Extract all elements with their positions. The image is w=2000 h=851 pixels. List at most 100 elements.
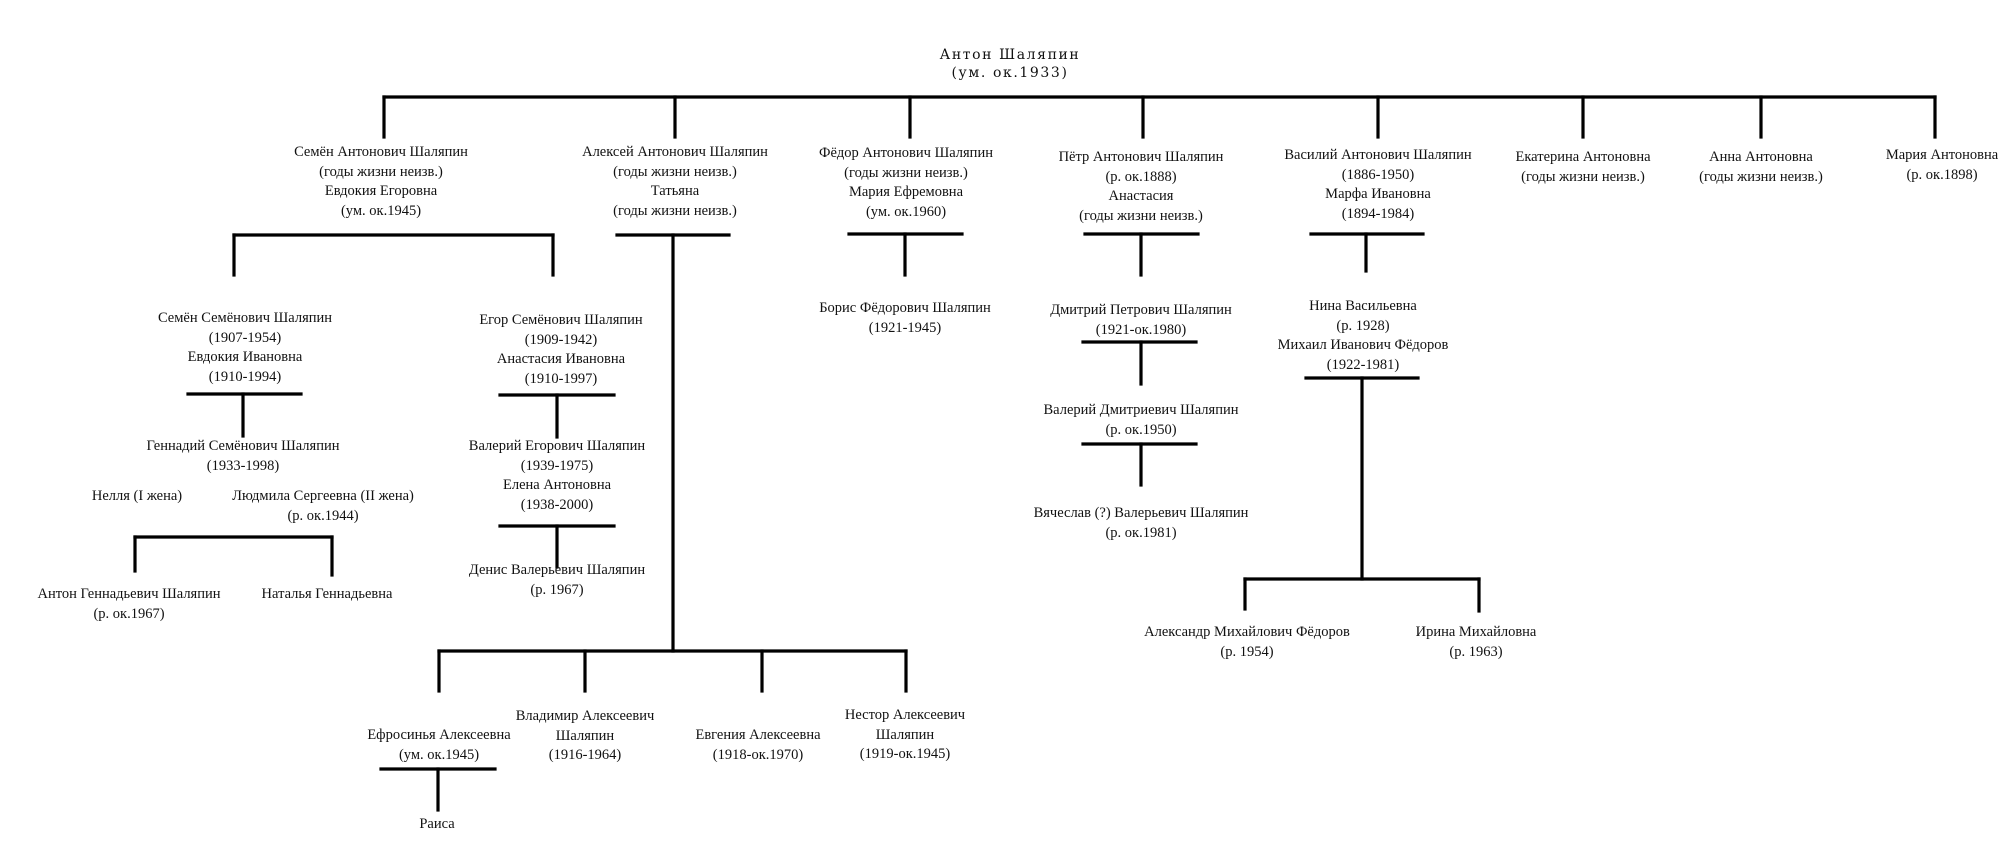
person-name: Семён Антонович Шаляпин [294,144,468,160]
spouse-dates: (ум. ок.1945) [340,202,422,219]
person-aleksandr-mikhaylovich: Александр Михайлович Фёдоров (р. 1954) [1144,623,1350,662]
person-name: Екатерина Антоновна [1515,149,1651,165]
person-name: Нестор Алексеевич [844,707,966,723]
person-anton-gennadyevich: Антон Геннадьевич Шаляпин (р. ок.1967) [37,585,220,624]
person-name: Дмитрий Петрович Шаляпин [1050,302,1232,318]
person-natalya-gennadyevna: Наталья Геннадьевна [262,585,393,605]
person-name: Ирина Михайловна [1415,624,1537,640]
spouse-name: Евдокия Егоровна [324,183,438,199]
person-lyudmila-sergeevna: Людмила Сергеевна (II жена) (р. ок.1944) [232,487,414,526]
person-aleksey-antonovich: Алексей Антонович Шаляпин (годы жизни не… [582,143,768,221]
person-egor-semyonovich: Егор Семёнович Шаляпин (1909-1942) Анаст… [479,311,642,389]
spouse-dates: (1910-1994) [208,368,282,385]
person-dates: (1921-ок.1980) [1095,321,1187,338]
person-dates: (годы жизни неизв.) [1699,168,1823,185]
spouse-name: Татьяна [650,183,700,199]
person-dates: (1939-1975) [520,457,594,474]
person-name-cont: Шаляпин [555,727,615,744]
person-vasiliy-antonovich: Василий Антонович Шаляпин (1886-1950) Ма… [1284,146,1471,224]
person-dates: (р. ок.1950) [1105,421,1177,438]
person-name: Александр Михайлович Фёдоров [1144,624,1350,640]
person-name: Пётр Антонович Шаляпин [1058,149,1224,165]
spouse-dates: (1910-1997) [524,370,598,387]
person-nina-vasilyevna: Нина Васильевна (р. 1928) Михаил Иванови… [1278,297,1449,375]
person-name: Алексей Антонович Шаляпин [582,144,768,160]
person-name: Нелля (I жена) [91,488,183,504]
spouse-dates: (1894-1984) [1341,205,1415,222]
person-semyon-semyonovich: Семён Семёнович Шаляпин (1907-1954) Евдо… [158,309,332,387]
person-dates: (р. 1967) [530,581,584,598]
person-valeriy-dmitrievich: Валерий Дмитриевич Шаляпин (р. ок.1950) [1044,401,1239,440]
person-name: Геннадий Семёнович Шаляпин [146,438,340,454]
person-semyon-antonovich: Семён Антонович Шаляпин (годы жизни неиз… [294,143,468,221]
person-name: Мария Антоновна [1885,147,1999,163]
spouse-dates: (ум. ок.1960) [865,203,947,220]
person-name: Валерий Дмитриевич Шаляпин [1043,402,1239,418]
spouse-name: Михаил Иванович Фёдоров [1277,337,1449,353]
person-name: Егор Семёнович Шаляпин [479,312,643,328]
person-dmitriy-petrovich: Дмитрий Петрович Шаляпин (1921-ок.1980) [1050,301,1232,340]
person-anna-antonovna: Анна Антоновна (годы жизни неизв.) [1699,148,1823,187]
person-name: Фёдор Антонович Шаляпин [819,145,993,161]
person-name: Наталья Геннадьевна [261,586,393,602]
person-name: Антон Геннадьевич Шаляпин [37,586,221,602]
person-denis-valeryevich: Денис Валерьевич Шаляпин (р. 1967) [469,561,645,600]
person-anton-shalyapin: Антон Шаляпин (ум. ок.1933) [940,46,1081,82]
spouse-dates: (годы жизни неизв.) [1079,207,1203,224]
person-name: Нина Васильевна [1309,298,1417,314]
person-dates: (годы жизни неизв.) [613,163,737,180]
person-dates: (1886-1950) [1341,166,1415,183]
person-dates: (1919-ок.1945) [859,746,951,762]
person-nestor-alekseevich: Нестор Алексеевич Шаляпин (1919-ок.1945) [845,706,965,765]
spouse-name: Евдокия Ивановна [187,349,303,365]
person-name: Анна Антоновна [1709,149,1813,165]
person-vladimir-alekseevich: Владимир Алексеевич Шаляпин (1916-1964) [516,707,655,766]
spouse-name: Елена Антоновна [502,477,612,493]
person-efrosinya-alekseevna: Ефросинья Алексеевна (ум. ок.1945) [367,726,510,765]
person-name: Семён Семёнович Шаляпин [157,310,333,326]
person-name: Борис Фёдорович Шаляпин [819,300,991,316]
person-dates: (р. 1963) [1449,643,1503,660]
spouse-name: Анастасия Ивановна [496,351,626,367]
person-raisa: Раиса [419,815,454,835]
person-fyodor-antonovich: Фёдор Антонович Шаляпин (годы жизни неиз… [819,144,993,222]
person-dates: (1909-1942) [524,331,598,348]
person-name: Раиса [419,816,455,832]
person-name: Владимир Алексеевич [515,708,655,724]
person-dates: (ум. ок.1945) [398,746,480,763]
person-gennadiy-semyonovich: Геннадий Семёнович Шаляпин (1933-1998) [147,437,340,476]
spouse-dates: (1938-2000) [520,496,594,513]
person-name: Вячеслав (?) Валерьевич Шаляпин [1033,505,1249,521]
person-name: Валерий Егорович Шаляпин [468,438,646,454]
person-pyotr-antonovich: Пётр Антонович Шаляпин (р. ок.1888) Анас… [1059,148,1224,226]
spouse-dates: (годы жизни неизв.) [613,202,737,219]
person-name: Денис Валерьевич Шаляпин [468,562,646,578]
person-dates: (р. 1928) [1336,317,1390,334]
person-maria-antonovna: Мария Антоновна (р. ок.1898) [1886,146,1998,185]
person-nelly: Нелля (I жена) [92,487,182,507]
person-name: Людмила Сергеевна (II жена) [232,488,414,504]
person-ekaterina-antonovna: Екатерина Антоновна (годы жизни неизв.) [1515,148,1650,187]
person-dates: (р. ок.1944) [287,507,359,524]
person-dates: (р. 1954) [1220,643,1274,660]
person-vyacheslav-valeryevich: Вячеслав (?) Валерьевич Шаляпин (р. ок.1… [1034,504,1249,543]
person-name: Василий Антонович Шаляпин [1284,147,1472,163]
spouse-dates: (1922-1981) [1326,356,1400,373]
person-name: Ефросинья Алексеевна [367,727,511,743]
person-name: Антон Шаляпин [939,47,1081,63]
person-dates: (годы жизни неизв.) [1521,168,1645,185]
person-dates: (1916-1964) [548,747,622,763]
person-dates: (1918-ок.1970) [712,746,804,763]
person-dates: (ум. ок.1933) [951,65,1069,81]
person-dates: (1933-1998) [206,457,280,474]
person-name-cont: Шаляпин [875,726,935,743]
person-dates: (1907-1954) [208,329,282,346]
person-boris-fyodorovich: Борис Фёдорович Шаляпин (1921-1945) [819,299,991,338]
spouse-name: Анастасия [1108,188,1174,204]
person-dates: (годы жизни неизв.) [844,164,968,181]
spouse-name: Марфа Ивановна [1325,186,1431,202]
person-dates: (р. ок.1888) [1105,168,1177,185]
person-dates: (годы жизни неизв.) [319,163,443,180]
person-irina-mikhaylovna: Ирина Михайловна (р. 1963) [1416,623,1537,662]
